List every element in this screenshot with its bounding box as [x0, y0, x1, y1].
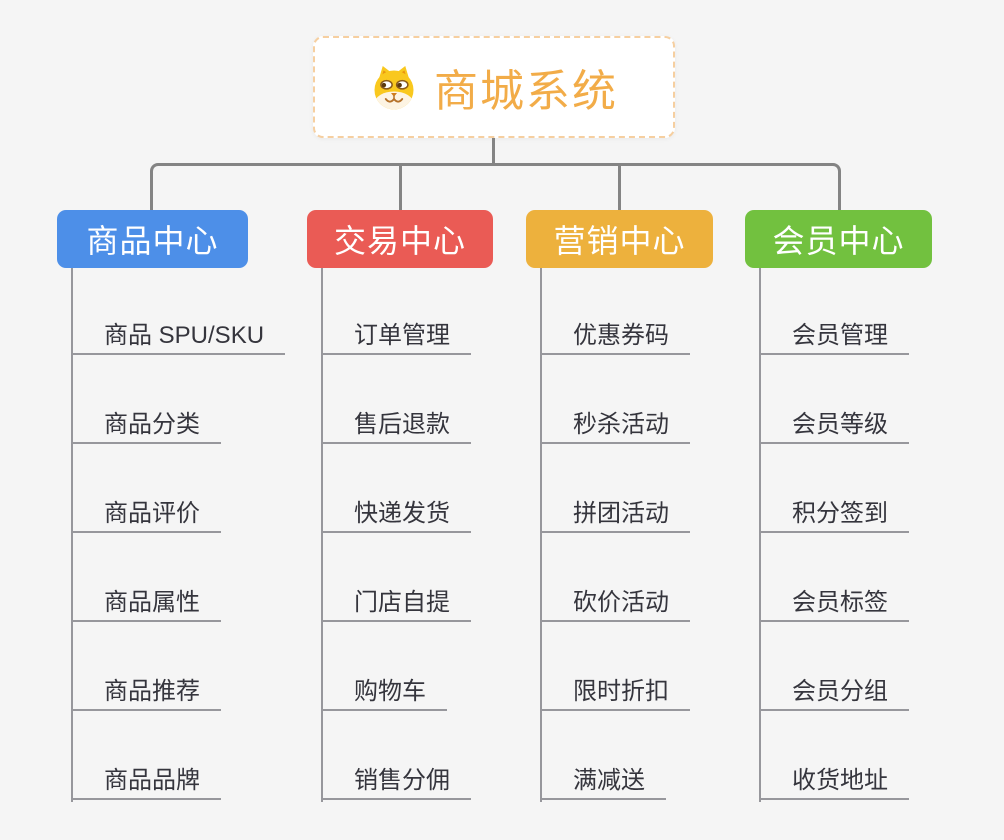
children-list: 优惠券码 秒杀活动 拼团活动 砍价活动 限时折扣 满减送 [540, 266, 690, 800]
child-item[interactable]: 商品品牌 [71, 711, 221, 800]
child-item[interactable]: 门店自提 [321, 533, 471, 622]
child-item[interactable]: 会员标签 [759, 533, 909, 622]
child-item[interactable]: 商品 SPU/SKU [71, 266, 286, 355]
child-item[interactable]: 购物车 [321, 622, 447, 711]
child-item[interactable]: 拼团活动 [540, 444, 690, 533]
child-item[interactable]: 商品属性 [71, 533, 221, 622]
branch-label: 商品中心 [86, 223, 219, 259]
dog-face-icon [374, 66, 414, 110]
branch-trunk-line [759, 268, 761, 802]
child-item[interactable]: 满减送 [540, 711, 666, 800]
child-item[interactable]: 砍价活动 [540, 533, 690, 622]
child-item[interactable]: 优惠券码 [540, 266, 690, 355]
branch-node-product[interactable]: 商品中心 [57, 210, 248, 268]
child-item[interactable]: 售后退款 [321, 355, 471, 444]
branch-label: 营销中心 [553, 223, 686, 259]
branch-column-product: 商品中心 商品 SPU/SKU 商品分类 商品评价 商品属性 商品推荐 商品品牌 [57, 210, 286, 802]
children-list: 订单管理 售后退款 快递发货 门店自提 购物车 销售分佣 [321, 266, 471, 800]
children-list: 商品 SPU/SKU 商品分类 商品评价 商品属性 商品推荐 商品品牌 [71, 266, 286, 800]
branch-column-member: 会员中心 会员管理 会员等级 积分签到 会员标签 会员分组 收货地址 [745, 210, 932, 802]
child-item[interactable]: 限时折扣 [540, 622, 690, 711]
branch-node-marketing[interactable]: 营销中心 [526, 210, 713, 268]
child-item[interactable]: 会员管理 [759, 266, 909, 355]
branch-label: 交易中心 [333, 223, 466, 259]
child-item[interactable]: 快递发货 [321, 444, 471, 533]
branch-column-marketing: 营销中心 优惠券码 秒杀活动 拼团活动 砍价活动 限时折扣 满减送 [526, 210, 713, 802]
connector-bracket [150, 163, 841, 210]
child-item[interactable]: 积分签到 [759, 444, 909, 533]
connector-drop-trade [399, 166, 402, 210]
root-node[interactable]: 商城系统 [313, 36, 675, 138]
child-item[interactable]: 订单管理 [321, 266, 471, 355]
root-title: 商城系统 [434, 67, 618, 116]
child-item[interactable]: 商品分类 [71, 355, 221, 444]
connector-root-vertical [492, 138, 495, 166]
branch-trunk-line [540, 268, 542, 802]
branch-trunk-line [321, 268, 323, 802]
children-list: 会员管理 会员等级 积分签到 会员标签 会员分组 收货地址 [759, 266, 909, 800]
branch-column-trade: 交易中心 订单管理 售后退款 快递发货 门店自提 购物车 销售分佣 [307, 210, 493, 802]
branch-label: 会员中心 [772, 223, 905, 259]
child-item[interactable]: 秒杀活动 [540, 355, 690, 444]
child-item[interactable]: 会员分组 [759, 622, 909, 711]
child-item[interactable]: 销售分佣 [321, 711, 471, 800]
child-item[interactable]: 商品评价 [71, 444, 221, 533]
branch-trunk-line [71, 268, 73, 802]
child-item[interactable]: 商品推荐 [71, 622, 221, 711]
child-item[interactable]: 收货地址 [759, 711, 909, 800]
child-item[interactable]: 会员等级 [759, 355, 909, 444]
branch-node-member[interactable]: 会员中心 [745, 210, 932, 268]
branch-node-trade[interactable]: 交易中心 [307, 210, 493, 268]
connector-drop-marketing [618, 166, 621, 210]
